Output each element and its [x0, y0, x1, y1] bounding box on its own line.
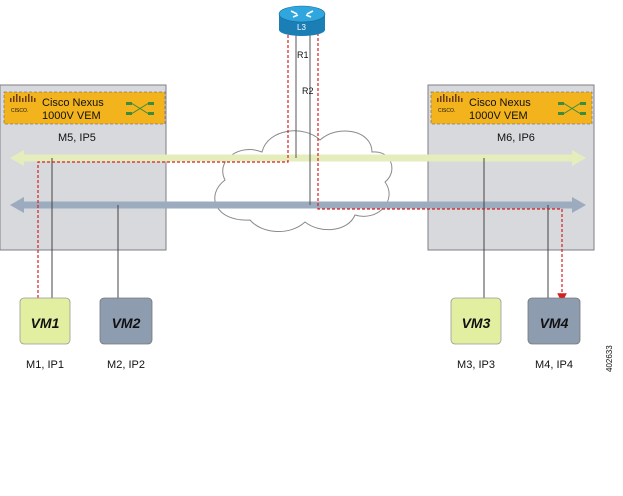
- vm1-addr: M1, IP1: [26, 359, 64, 371]
- switch-icon: [126, 102, 154, 115]
- host-right-title-line2: 1000V VEM: [469, 110, 528, 122]
- host-left-title-line2: 1000V VEM: [42, 110, 101, 122]
- host-left-title-line1: Cisco Nexus: [42, 97, 104, 109]
- host-right: CISCO. Cisco Nexus 1000V VEM M6, IP6: [427, 84, 595, 251]
- vm-box-vm2: VM2: [99, 297, 153, 345]
- vm4-label: VM4: [540, 315, 569, 331]
- packet-path: [37, 23, 293, 298]
- vm2-addr: M2, IP2: [107, 359, 145, 371]
- route-label-r1: R1: [297, 50, 309, 60]
- router-icon: L3: [278, 5, 326, 36]
- vm3-addr: M3, IP3: [457, 359, 495, 371]
- vm2-label: VM2: [112, 315, 141, 331]
- svg-text:CISCO.: CISCO.: [11, 108, 28, 114]
- cisco-logo-icon: CISCO.: [10, 94, 36, 114]
- host-left: CISCO. Cisco Nexus 1000V VEM M5, IP5: [0, 84, 167, 251]
- router-label: L3: [297, 23, 306, 32]
- vlan-bus-blue: [10, 197, 586, 213]
- vm-box-vm4: VM4: [527, 297, 581, 345]
- vm3-label: VM3: [462, 315, 491, 331]
- vm-box-vm3: VM3: [450, 297, 502, 345]
- vem-banner-left: [3, 91, 166, 125]
- host-right-addr: M6, IP6: [497, 132, 535, 144]
- vm4-addr: M4, IP4: [535, 359, 573, 371]
- vem-banner-right: [430, 91, 593, 125]
- host-right-title-line1: Cisco Nexus: [469, 97, 531, 109]
- cisco-logo-icon: CISCO.: [437, 94, 463, 114]
- vm-box-vm1: VM1: [19, 297, 71, 345]
- host-left-addr: M5, IP5: [58, 132, 96, 144]
- switch-icon: [558, 102, 586, 115]
- figure-id: 402633: [605, 345, 614, 372]
- vm1-label: VM1: [31, 315, 60, 331]
- packet-path-return: [317, 28, 567, 303]
- route-label-r2: R2: [302, 86, 314, 96]
- vlan-bus-light: [10, 150, 586, 166]
- svg-text:CISCO.: CISCO.: [438, 108, 455, 114]
- network-cloud: [214, 130, 393, 233]
